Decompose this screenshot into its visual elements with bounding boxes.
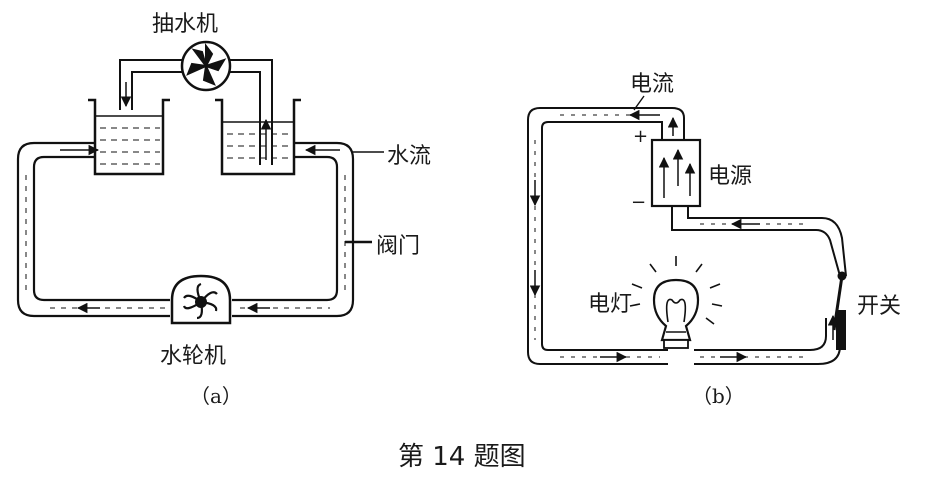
water-flow-label: 水流 bbox=[387, 144, 432, 169]
light-bulb bbox=[629, 256, 723, 349]
caption-a: （a） bbox=[190, 384, 242, 408]
plus-sign: + bbox=[633, 126, 649, 147]
light-rays bbox=[629, 256, 723, 325]
current-leader bbox=[633, 95, 645, 111]
wire-loop bbox=[527, 107, 847, 365]
right-beaker bbox=[215, 98, 301, 176]
pump-label: 抽水机 bbox=[152, 12, 219, 37]
pump-pipe bbox=[119, 59, 273, 165]
minus-sign: − bbox=[631, 192, 647, 213]
switch bbox=[827, 271, 847, 350]
figure-title: 第 14 题图 bbox=[398, 442, 526, 472]
water-circuit-diagram bbox=[16, 40, 384, 325]
power-source bbox=[650, 138, 702, 208]
electric-circuit-diagram bbox=[527, 95, 847, 365]
pump bbox=[180, 40, 232, 92]
switch-label: 开关 bbox=[857, 294, 902, 319]
current-label: 电流 bbox=[630, 72, 675, 97]
turbine-label: 水轮机 bbox=[160, 344, 227, 369]
caption-b: （b） bbox=[692, 384, 745, 408]
water-pipe-loop bbox=[16, 141, 355, 318]
power-source-label: 电源 bbox=[708, 164, 753, 189]
lamp-label: 电灯 bbox=[588, 292, 633, 317]
valve-label: 阀门 bbox=[376, 234, 421, 259]
water-turbine bbox=[170, 274, 232, 325]
left-beaker bbox=[88, 98, 170, 176]
